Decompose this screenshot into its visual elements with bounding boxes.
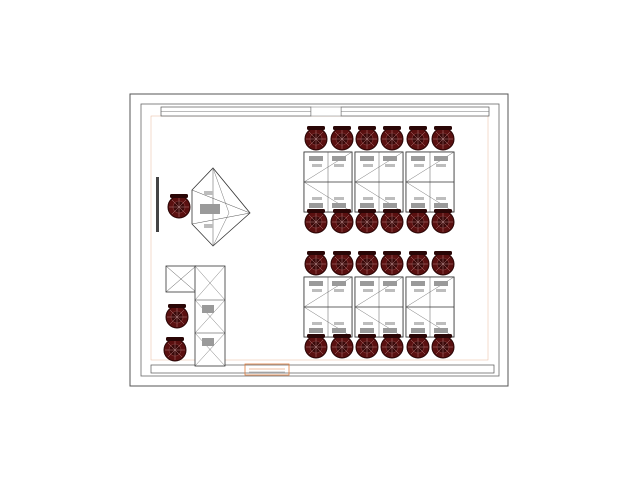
office-chair <box>304 250 328 276</box>
workstation-block-upper <box>303 125 455 234</box>
office-chair <box>431 250 455 276</box>
office-chair <box>406 250 430 276</box>
office-chair <box>431 125 455 151</box>
office-chair <box>380 333 404 359</box>
office-chair <box>304 125 328 151</box>
office-chair <box>431 208 455 234</box>
window-icon <box>160 106 490 117</box>
angled-desk-cluster <box>191 167 251 247</box>
office-chair <box>304 333 328 359</box>
office-chair <box>304 208 328 234</box>
office-chair <box>330 208 354 234</box>
office-chair <box>380 250 404 276</box>
building-walls <box>129 93 509 387</box>
office-chair <box>355 125 379 151</box>
workstation-blocks <box>303 125 455 359</box>
office-chair <box>355 333 379 359</box>
office-chair <box>355 250 379 276</box>
office-chair <box>431 333 455 359</box>
office-chair <box>330 333 354 359</box>
office-chair <box>380 125 404 151</box>
door-icon <box>150 363 495 376</box>
workstation-block-lower <box>303 250 455 359</box>
office-chair <box>330 125 354 151</box>
office-chair <box>380 208 404 234</box>
office-chair <box>406 208 430 234</box>
office-chair <box>406 125 430 151</box>
side-desk-units <box>165 265 226 367</box>
office-chair <box>355 208 379 234</box>
monitor-icon <box>200 204 220 214</box>
office-chair <box>406 333 430 359</box>
office-chair <box>330 250 354 276</box>
wall-shelf <box>156 177 159 232</box>
